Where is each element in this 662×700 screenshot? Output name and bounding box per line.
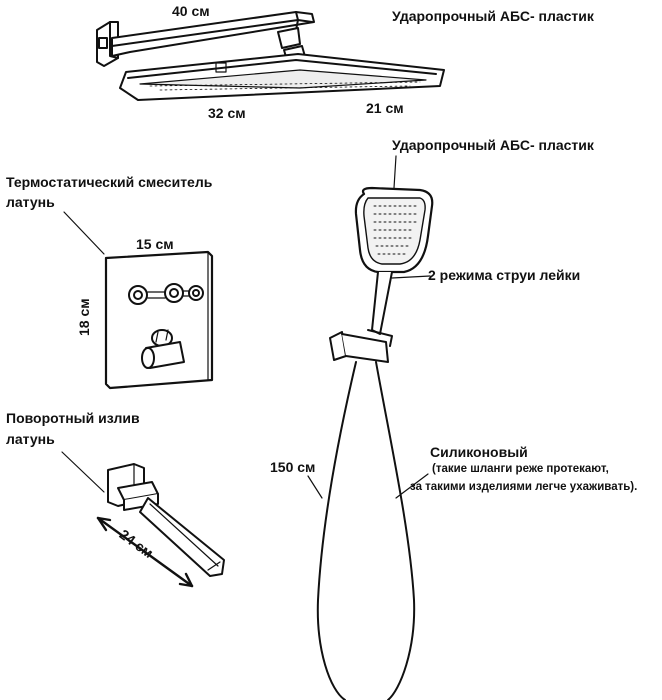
overhead-head-depth-label: 21 см	[366, 100, 404, 116]
overhead-head-width-label: 32 см	[208, 105, 246, 121]
spout-title-label: Поворотный излив	[6, 410, 140, 426]
mixer-buttons	[129, 284, 203, 304]
hand-shower-nozzles	[374, 206, 418, 254]
hose-note-line2: за такими изделиями легче ухаживать).	[410, 481, 638, 493]
mixer-material-label: латунь	[6, 194, 55, 210]
overhead-material-label: Ударопрочный АБС- пластик	[392, 8, 594, 24]
thermostat-knob	[142, 330, 184, 368]
hose-title-label: Силиконовый	[430, 444, 528, 460]
hand-shower-drawing	[308, 156, 432, 700]
hand-shower-material-label: Ударопрочный АБС- пластик	[392, 137, 594, 153]
hose-length-label: 150 см	[270, 459, 316, 475]
mixer-height-label: 18 см	[76, 298, 92, 336]
mixer-title-label: Термостатический смеситель	[6, 174, 213, 190]
hand-shower-modes-label: 2 режима струи лейки	[428, 267, 581, 283]
overhead-arm-length-label: 40 см	[172, 3, 210, 19]
mixer-width-label: 15 см	[136, 236, 174, 252]
mixer-drawing	[64, 212, 212, 388]
hose-note-line1: (такие шланги реже протекают,	[432, 463, 609, 475]
overhead-shower-drawing	[97, 12, 444, 100]
spout-material-label: латунь	[6, 431, 55, 447]
spout-drawing	[62, 452, 224, 586]
